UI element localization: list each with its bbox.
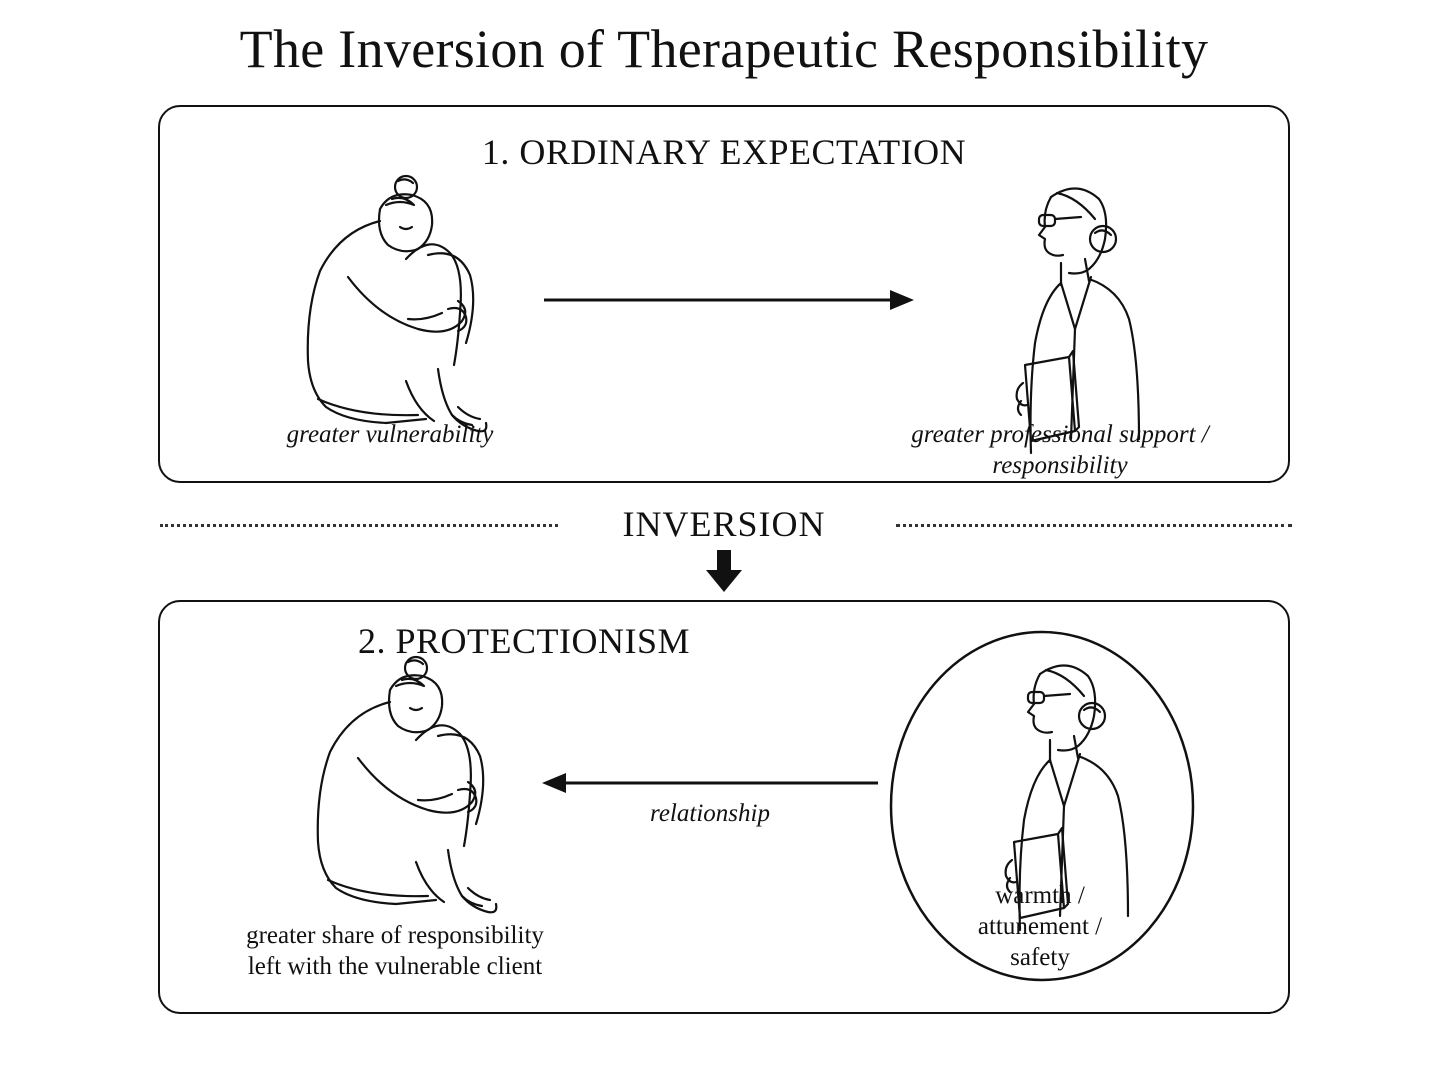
panel-heading: 2. PROTECTIONISM (357, 621, 691, 661)
down-arrow-icon (706, 550, 742, 592)
inversion-label: INVERSION (622, 504, 826, 544)
arrow-caption: relationship (650, 800, 770, 827)
therapist-caption: warmth / attunement / safety (940, 880, 1140, 973)
right-arrow (544, 290, 914, 310)
dotted-divider-right (896, 524, 1292, 527)
therapist-caption-line: attunement / (977, 913, 1103, 940)
client-caption-line: left with the vulnerable client (247, 953, 543, 980)
client-caption: greater share of responsibility left wit… (210, 920, 580, 982)
therapist-caption-line: safety (1010, 944, 1070, 971)
safety-circle (889, 630, 1195, 982)
therapist-caption-line: responsibility (992, 452, 1128, 479)
client-caption-line: greater share of responsibility (246, 922, 544, 949)
therapist-caption-line: warmth / (995, 882, 1085, 909)
page-title: The Inversion of Therapeutic Responsibil… (239, 19, 1209, 79)
dotted-divider-left (160, 524, 558, 527)
therapist-caption-line: greater professional support / (911, 421, 1209, 448)
left-arrow (542, 773, 878, 793)
client-caption: greater vulnerability (286, 421, 494, 448)
ordinary-expectation-panel: 1. ORDINARY EXPECTATION greater vulnerab… (158, 105, 1290, 483)
protectionism-panel: 2. PROTECTIONISM relationship greater sh… (158, 600, 1290, 1014)
panel-heading: 1. ORDINARY EXPECTATION (481, 132, 967, 172)
therapist-caption: greater professional support / responsib… (880, 419, 1240, 481)
vulnerable-client-illustration (316, 655, 498, 914)
